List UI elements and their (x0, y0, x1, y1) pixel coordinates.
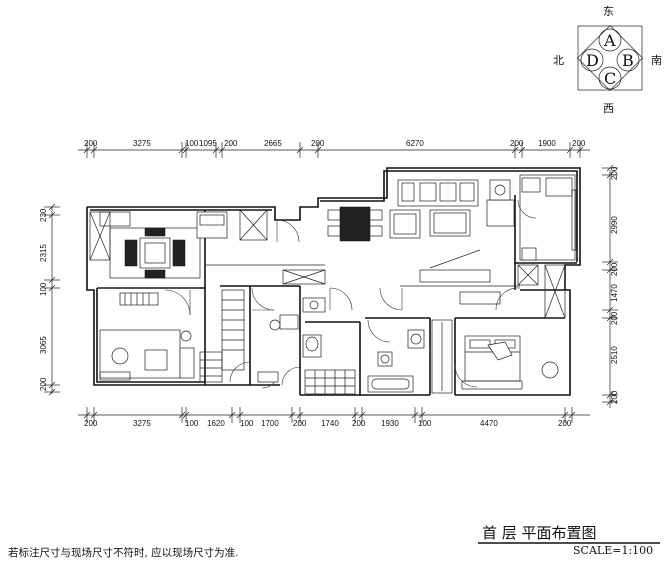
shower-tiles (304, 369, 356, 395)
living-room-furniture (389, 179, 511, 283)
compass-letter-a: A (603, 31, 616, 50)
tea-table (139, 237, 171, 269)
dim-bottom-12: 200 (558, 419, 572, 428)
dimension-note: 若标注尺寸与现场尺寸不符时, 应以现场尺寸为准. (8, 546, 239, 559)
compass-frame (577, 25, 643, 91)
study-furniture (519, 174, 577, 261)
top-dimensions: 200 3275 100 1095 200 2665 200 6270 200 … (84, 139, 586, 148)
drawing-scale: SCALE=1:100 (573, 544, 653, 557)
dim-top-9: 1900 (538, 139, 556, 148)
compass-west: 西 (603, 102, 614, 115)
dim-top-10: 200 (572, 139, 586, 148)
dim-right-0: 200 (610, 166, 619, 180)
door-swings (164, 199, 537, 389)
compass-circle-a (598, 28, 622, 52)
dim-bottom-9: 1930 (381, 419, 399, 428)
left-dimensions: 230 2315 100 3065 200 (39, 208, 48, 391)
dim-top-5: 2665 (264, 139, 282, 148)
dim-right-3: 1470 (610, 284, 619, 302)
master-bedroom-furniture (431, 319, 559, 394)
bedroom2-furniture (99, 227, 201, 381)
bottom-dimensions: 200 3275 100 1620 100 1700 200 1740 200 … (84, 419, 572, 428)
dim-right-1: 2990 (610, 216, 619, 234)
compass-circle-d (580, 48, 604, 72)
dim-bottom-11: 4470 (480, 419, 498, 428)
compass-letter-b: B (622, 51, 634, 70)
dim-top-4: 200 (224, 139, 238, 148)
bathtub (367, 375, 414, 393)
coffee-table (429, 209, 471, 237)
compass-rose: A B C D 东 南 西 北 (553, 5, 662, 115)
basin-2 (407, 329, 425, 349)
dimension-lines (44, 142, 618, 423)
compass-south: 南 (651, 54, 662, 67)
dim-left-2: 100 (39, 282, 48, 296)
title-block: 首 层 平面布置图 SCALE=1:100 若标注尺寸与现场尺寸不符时, 应以现… (8, 524, 660, 559)
dining-furniture (327, 206, 383, 242)
compass-north: 北 (553, 54, 564, 67)
dim-top-6: 200 (311, 139, 325, 148)
dim-right-5: 2510 (610, 346, 619, 364)
right-dimensions: 200 2990 200 1470 200 2510 200 (610, 166, 619, 404)
compass-circle-b (616, 48, 640, 72)
compass-east: 东 (603, 5, 614, 18)
compass-letter-d: D (586, 51, 599, 70)
dim-left-0: 230 (39, 208, 48, 222)
stove (257, 371, 279, 383)
dim-bottom-4: 100 (240, 419, 254, 428)
compass-diamond (576, 24, 644, 92)
dim-bottom-2: 100 (185, 419, 199, 428)
dim-top-8: 200 (510, 139, 524, 148)
exterior-walls (86, 167, 581, 396)
dim-left-3: 3065 (39, 336, 48, 354)
dim-top-7: 6270 (406, 139, 424, 148)
dim-top-1: 3275 (133, 139, 151, 148)
tv-cabinet (419, 269, 491, 283)
round-chair (541, 361, 559, 379)
dim-bottom-8: 200 (352, 419, 366, 428)
side-table (489, 179, 511, 201)
compass-circle-c (598, 66, 622, 90)
toilet-2 (377, 351, 393, 367)
kitchen-bath-fixtures (99, 211, 501, 395)
dim-bottom-7: 1740 (321, 419, 339, 428)
dim-top-2: 100 (185, 139, 199, 148)
armchair (389, 209, 421, 239)
dim-right-4: 200 (610, 311, 619, 325)
dim-bottom-5: 1700 (261, 419, 279, 428)
dim-bottom-0: 200 (84, 419, 98, 428)
drawing-title: 首 层 平面布置图 (482, 524, 597, 542)
dim-right-6: 200 (610, 390, 619, 404)
dining-table (339, 206, 371, 242)
dim-left-4: 200 (39, 377, 48, 391)
dim-top-3: 1095 (199, 139, 217, 148)
dim-top-0: 200 (84, 139, 98, 148)
closet (119, 292, 159, 306)
desk-unit (521, 177, 541, 193)
dim-left-1: 2315 (39, 244, 48, 262)
interior-walls (97, 195, 577, 395)
dim-bottom-1: 3275 (133, 419, 151, 428)
dim-bottom-10: 100 (418, 419, 432, 428)
compass-letter-c: C (604, 69, 616, 88)
dim-bottom-3: 1620 (207, 419, 225, 428)
kitchen-sink (279, 314, 299, 330)
dim-right-2: 200 (610, 262, 619, 276)
wardrobe (431, 319, 453, 394)
double-bed (464, 335, 521, 382)
toilet-1 (302, 334, 322, 358)
dim-bottom-6: 200 (293, 419, 307, 428)
